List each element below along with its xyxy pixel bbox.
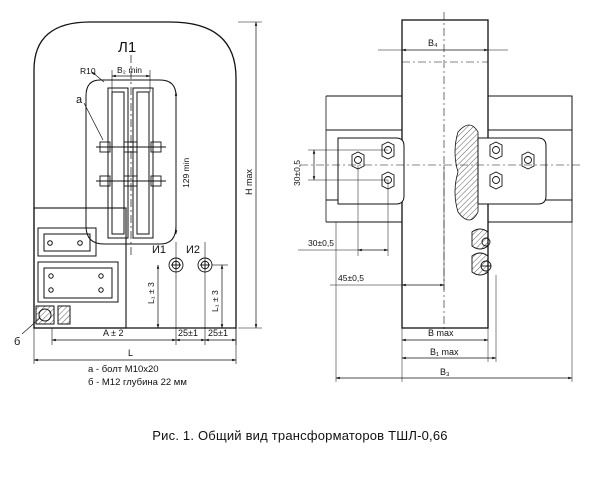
- base-block: [33, 207, 127, 329]
- terminal-i2-label: И2: [186, 244, 200, 256]
- dim-h-label: H max: [244, 168, 254, 195]
- dim-129-label: 129 min: [181, 157, 191, 188]
- legend-line-b: б - М12 глубина 22 мм: [88, 377, 187, 388]
- dim-l1-left-label: L₁ ± 3: [146, 282, 156, 304]
- dim-l-label: L: [128, 348, 133, 358]
- dim-b2-label: B₂ min: [117, 65, 142, 75]
- dim-25-first-label: 25±1: [178, 328, 198, 338]
- figure-caption: Рис. 1. Общий вид трансформаторов ТШЛ-0,…: [152, 428, 448, 443]
- dim-30-horizontal-label: 30±0,5: [308, 238, 334, 248]
- clamp-plate-left: [337, 137, 405, 205]
- callout-a: а: [76, 94, 83, 106]
- dim-a-label: A ± 2: [103, 328, 123, 338]
- busbar-slot-right-inner: [136, 91, 150, 235]
- hex-nut: [489, 141, 535, 190]
- clamp-plate-right: [477, 137, 547, 205]
- terminal-box-lower: [37, 261, 119, 303]
- dim-25-second-label: 25±1: [208, 328, 228, 338]
- dim-b3-label: B₃: [440, 367, 450, 377]
- dim-b-max-label: B max: [428, 328, 454, 338]
- dim-l1-right-label: L₁ ± 3: [210, 290, 220, 312]
- busbar-slot-right: [132, 87, 154, 239]
- dim-45-label: 45±0,5: [338, 273, 364, 283]
- terminal-i1-label: И1: [152, 244, 166, 256]
- legend-line-a: а - болт М10х20: [88, 364, 159, 375]
- transformer-body-outline: [33, 21, 237, 329]
- section-cut: [454, 124, 479, 221]
- dim-30-vertical-label: 30±0,5: [292, 160, 302, 186]
- side-view: [298, 12, 580, 382]
- side-screw: [471, 228, 492, 276]
- front-view: [21, 21, 262, 364]
- dim-r10-label: R10: [80, 66, 96, 76]
- busbar-slot-left: [107, 87, 129, 239]
- side-view-labels: B₄ 30±0,5 30±0,5 45±0,5 B max B₁ max B₃: [292, 38, 459, 377]
- window-frame: [85, 79, 177, 245]
- front-view-labels: Л1 B₂ min R10 а 129 min H max И1 И2 L₁ ±…: [14, 39, 254, 358]
- dim-b4-label: B₄: [428, 38, 438, 48]
- view-title: Л1: [118, 39, 136, 56]
- hex-nut: [351, 141, 395, 190]
- mounting-hole-mid: [57, 305, 71, 325]
- dim-b1-max-label: B₁ max: [430, 347, 459, 357]
- mounting-hole-left: [35, 305, 55, 325]
- terminal-box-upper: [37, 227, 97, 257]
- busbar-slot-left-inner: [111, 91, 125, 235]
- bolt-group: [96, 141, 166, 187]
- callout-b: б: [14, 336, 20, 348]
